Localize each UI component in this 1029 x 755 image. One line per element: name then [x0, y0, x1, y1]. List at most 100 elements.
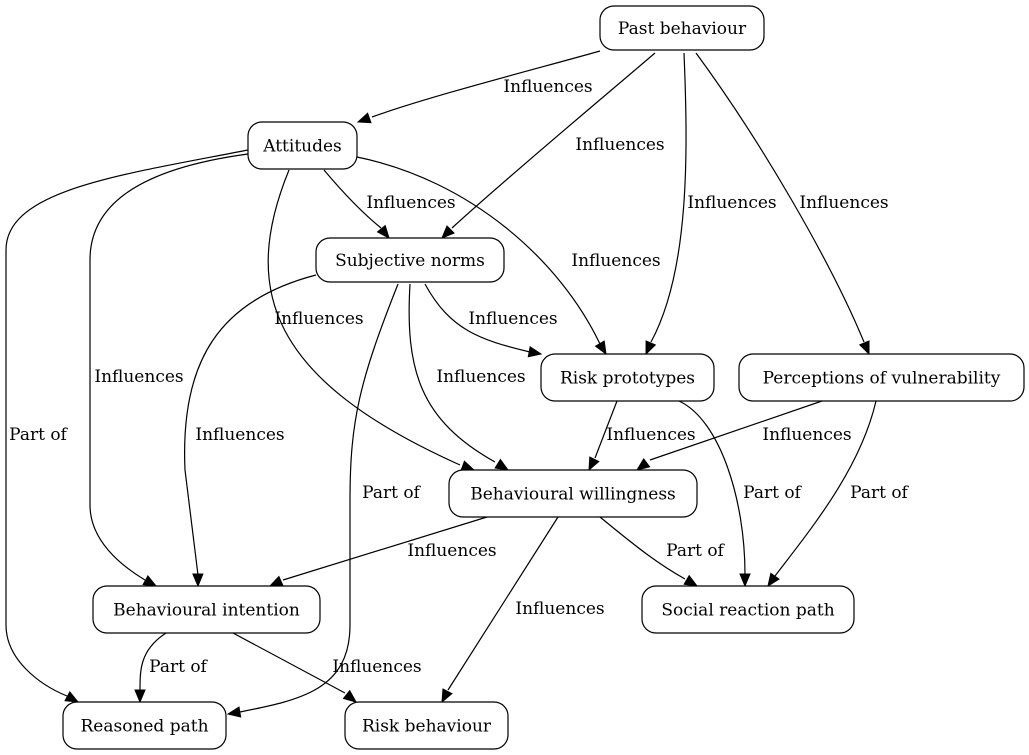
edge-past-att: [371, 50, 601, 118]
edge-label: Part of: [149, 657, 208, 677]
arrowhead-icon: [441, 688, 453, 704]
node-box: [315, 237, 505, 283]
edges-layer: [5, 50, 877, 718]
node-att[interactable]: Attitudes: [247, 121, 358, 170]
arrowhead-icon: [356, 112, 372, 124]
edge-label: Influences: [274, 309, 363, 329]
node-bi[interactable]: Behavioural intention: [92, 585, 321, 634]
arrowhead-icon: [134, 689, 146, 704]
edge-label: Part of: [362, 483, 421, 503]
edge-label: Influences: [762, 425, 851, 445]
arrowhead-icon: [460, 460, 476, 472]
edge-label: Part of: [743, 483, 802, 503]
arrowhead-icon: [594, 340, 607, 356]
arrowhead-icon: [858, 340, 870, 356]
edge-label: Influences: [468, 309, 557, 329]
node-label: Perceptions of vulnerability: [763, 369, 1001, 389]
edge-pv-srp: [774, 400, 877, 577]
edge-label: Influences: [436, 367, 525, 387]
arrowhead-icon: [645, 340, 657, 356]
node-past[interactable]: Past behaviour: [599, 5, 765, 51]
edge-att-rp: [356, 156, 601, 345]
edge-att-bw: [267, 169, 461, 466]
edge-bi-rb: [232, 632, 346, 694]
edge-sn-rp: [424, 283, 531, 353]
edge-pv-bw: [649, 400, 823, 461]
node-box: [540, 353, 715, 402]
edge-label: Influences: [571, 251, 660, 271]
node-sn[interactable]: Subjective norms: [315, 237, 505, 283]
edge-bw-srp: [599, 516, 686, 580]
node-reas[interactable]: Reasoned path: [62, 701, 227, 750]
edge-past-sn: [451, 52, 656, 229]
arrowhead-icon: [441, 225, 455, 239]
edge-label: Part of: [850, 483, 909, 503]
edge-att-bi: [89, 153, 249, 581]
arrowhead-icon: [683, 574, 699, 587]
edge-att-sn: [323, 169, 382, 229]
arrowhead-icon: [192, 573, 204, 588]
node-label: Risk behaviour: [362, 717, 492, 737]
node-label: Risk prototypes: [560, 369, 695, 389]
edge-label: Influences: [575, 135, 664, 155]
edge-label: Influences: [606, 425, 695, 445]
arrowhead-icon: [226, 706, 242, 718]
node-bw[interactable]: Behavioural willingness: [448, 469, 698, 518]
edge-bw-rb: [447, 516, 559, 691]
arrowhead-icon: [494, 458, 510, 471]
edge-label: Part of: [666, 541, 725, 561]
edge-label: Influences: [94, 367, 183, 387]
arrowhead-icon: [767, 572, 780, 588]
edge-att-reas: [5, 149, 249, 697]
edge-bw-bi: [282, 516, 488, 581]
edge-sn-bi: [183, 274, 317, 576]
node-label: Attitudes: [262, 137, 342, 157]
edge-sn-bw: [408, 283, 496, 463]
arrowhead-icon: [635, 457, 651, 471]
arrowhead-icon: [527, 346, 543, 358]
edge-label: Influences: [799, 193, 888, 213]
node-srp[interactable]: Social reaction path: [641, 585, 855, 634]
node-box: [599, 5, 765, 51]
arrowhead-icon: [64, 691, 80, 703]
node-label: Behavioural willingness: [470, 485, 676, 505]
edge-label: Influences: [366, 193, 455, 213]
arrowhead-icon: [739, 573, 751, 588]
node-label: Reasoned path: [80, 717, 208, 737]
node-rp[interactable]: Risk prototypes: [540, 353, 715, 402]
edge-label: Influences: [503, 77, 592, 97]
node-box: [344, 701, 509, 750]
node-box: [247, 121, 358, 170]
node-box: [92, 585, 321, 634]
edge-label: Influences: [515, 599, 604, 619]
edge-label: Influences: [332, 657, 421, 677]
arrowhead-icon: [142, 574, 158, 587]
node-box: [62, 701, 227, 750]
arrowhead-icon: [268, 575, 284, 587]
node-rb[interactable]: Risk behaviour: [344, 701, 509, 750]
edge-label: Part of: [9, 425, 68, 445]
edge-label: Influences: [195, 425, 284, 445]
edge-sn-reas: [239, 283, 399, 713]
edge-past-rp: [650, 52, 687, 343]
node-pv[interactable]: Perceptions of vulnerability: [738, 353, 1025, 402]
node-label: Subjective norms: [335, 251, 485, 271]
edge-rp-srp: [678, 400, 746, 575]
edge-bi-reas: [139, 632, 167, 691]
edge-label: Influences: [687, 193, 776, 213]
node-label: Past behaviour: [618, 19, 747, 39]
node-label: Behavioural intention: [113, 601, 300, 621]
node-box: [448, 469, 698, 518]
arrowhead-icon: [588, 456, 600, 472]
edge-label: Influences: [407, 541, 496, 561]
node-label: Social reaction path: [661, 601, 834, 621]
edge-rp-bw: [594, 400, 618, 459]
arrowhead-icon: [376, 224, 390, 240]
node-box: [641, 585, 855, 634]
edge-past-pv: [695, 52, 865, 343]
arrowhead-icon: [342, 689, 358, 703]
node-box: [738, 353, 1025, 402]
